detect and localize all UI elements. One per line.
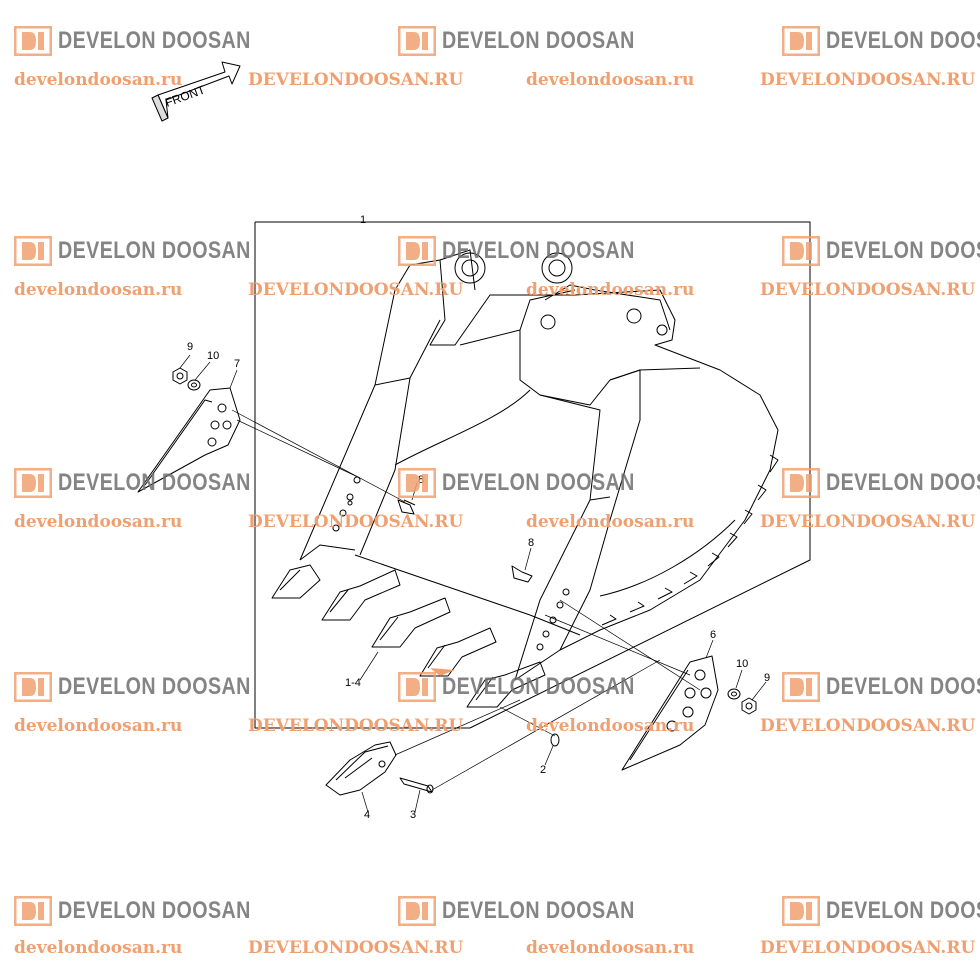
side-cutter-left	[137, 387, 241, 493]
teeth-row	[271, 564, 546, 708]
callout-7: 7	[234, 358, 240, 370]
watermark-url: DEVELONDOOSAN.RU	[248, 938, 464, 958]
watermark-url: develondoosan.ru	[14, 280, 183, 300]
callout-8-left: 8	[418, 474, 424, 486]
watermark-brand-text: DEVELON DOOSAN	[442, 897, 635, 924]
watermark-url: develondoosan.ru	[526, 716, 695, 736]
side-cutter-right	[621, 655, 719, 771]
pin-icon	[399, 777, 434, 794]
watermark-brand-text: DEVELON DOOSAN	[58, 897, 251, 924]
watermark-url: DEVELONDOOSAN.RU	[248, 512, 464, 532]
callout-9-right: 9	[764, 672, 770, 684]
develon-logo-icon	[398, 26, 436, 56]
watermark-brand: DEVELON DOOSAN	[782, 466, 980, 500]
watermark-brand: DEVELON DOOSAN	[14, 24, 293, 58]
watermark-brand-text: DEVELON DOOSAN	[442, 27, 635, 54]
watermark-url: develondoosan.ru	[14, 938, 183, 958]
develon-logo-icon	[398, 672, 436, 702]
develon-logo-icon	[14, 26, 52, 56]
watermark-brand: DEVELON DOOSAN	[398, 466, 677, 500]
develon-logo-icon	[398, 236, 436, 266]
watermark-brand-text: DEVELON DOOSAN	[442, 237, 635, 264]
washer-left-icon	[187, 379, 201, 391]
callout-9-left: 9	[187, 341, 193, 353]
watermark-brand: DEVELON DOOSAN	[14, 894, 293, 928]
watermark-brand-text: DEVELON DOOSAN	[58, 673, 251, 700]
callout-labels: 1 9 10 7 8 8 1-4 2 3 4 6 10 9	[187, 214, 770, 821]
watermark-brand: DEVELON DOOSAN	[398, 24, 677, 58]
watermark-brand-text: DEVELON DOOSAN	[826, 237, 980, 264]
bolt-right-icon	[511, 565, 533, 583]
watermark-url: DEVELONDOOSAN.RU	[760, 70, 976, 90]
watermark-brand-text: DEVELON DOOSAN	[826, 469, 980, 496]
watermark-url: develondoosan.ru	[526, 938, 695, 958]
develon-logo-icon	[398, 896, 436, 926]
tooth-icon	[325, 741, 397, 796]
leader-lines	[179, 354, 767, 813]
callout-1-4: 1-4	[345, 677, 361, 689]
watermark-brand: DEVELON DOOSAN	[398, 234, 677, 268]
develon-logo-icon	[398, 468, 436, 498]
watermark-url: develondoosan.ru	[14, 70, 183, 90]
watermark-brand: DEVELON DOOSAN	[398, 670, 677, 704]
watermark-url: develondoosan.ru	[14, 716, 183, 736]
callout-2: 2	[540, 764, 546, 776]
watermark-brand-text: DEVELON DOOSAN	[442, 469, 635, 496]
watermark-brand-text: DEVELON DOOSAN	[826, 897, 980, 924]
callout-3: 3	[410, 809, 416, 821]
watermark-brand-text: DEVELON DOOSAN	[58, 27, 251, 54]
develon-logo-icon	[782, 26, 820, 56]
callout-8-right: 8	[528, 537, 534, 549]
watermark-url: DEVELONDOOSAN.RU	[760, 280, 976, 300]
develon-logo-icon	[14, 236, 52, 266]
lock-washer-icon	[550, 733, 560, 747]
watermark-url: develondoosan.ru	[526, 70, 695, 90]
watermark-url: DEVELONDOOSAN.RU	[760, 938, 976, 958]
watermark-url: develondoosan.ru	[14, 512, 183, 532]
watermark-url: DEVELONDOOSAN.RU	[248, 280, 464, 300]
watermark-brand-text: DEVELON DOOSAN	[826, 673, 980, 700]
watermark-url: develondoosan.ru	[526, 280, 695, 300]
watermark-brand-text: DEVELON DOOSAN	[442, 673, 635, 700]
watermark-brand: DEVELON DOOSAN	[782, 234, 980, 268]
callout-10-left: 10	[207, 350, 219, 362]
callout-1: 1	[360, 214, 366, 226]
watermark-url: DEVELONDOOSAN.RU	[248, 70, 464, 90]
watermark-brand: DEVELON DOOSAN	[782, 670, 980, 704]
develon-logo-icon	[782, 236, 820, 266]
watermark-brand: DEVELON DOOSAN	[14, 466, 293, 500]
nut-left-icon	[172, 367, 188, 385]
watermark-brand: DEVELON DOOSAN	[398, 894, 677, 928]
callout-10-right: 10	[736, 658, 748, 670]
watermark-brand: DEVELON DOOSAN	[782, 24, 980, 58]
bolt-left-icon	[397, 499, 416, 515]
develon-logo-icon	[14, 468, 52, 498]
watermark-brand-text: DEVELON DOOSAN	[58, 237, 251, 264]
washer-right-icon	[727, 688, 741, 700]
watermark-brand-text: DEVELON DOOSAN	[58, 469, 251, 496]
watermark-brand: DEVELON DOOSAN	[14, 670, 293, 704]
develon-logo-icon	[782, 672, 820, 702]
watermark-url: develondoosan.ru	[526, 512, 695, 532]
bucket-body	[299, 249, 779, 681]
watermark-brand-text: DEVELON DOOSAN	[826, 27, 980, 54]
watermark-url: DEVELONDOOSAN.RU	[760, 716, 976, 736]
nut-right-icon	[741, 697, 757, 715]
develon-logo-icon	[782, 468, 820, 498]
assembly-frame	[254, 222, 470, 729]
watermark-brand: DEVELON DOOSAN	[14, 234, 293, 268]
watermark-brand: DEVELON DOOSAN	[782, 894, 980, 928]
develon-logo-icon	[14, 896, 52, 926]
callout-6: 6	[710, 629, 716, 641]
develon-logo-icon	[782, 896, 820, 926]
watermark-url: DEVELONDOOSAN.RU	[248, 716, 464, 736]
watermark-url: DEVELONDOOSAN.RU	[760, 512, 976, 532]
develon-logo-icon	[14, 672, 52, 702]
callout-4: 4	[364, 809, 370, 821]
